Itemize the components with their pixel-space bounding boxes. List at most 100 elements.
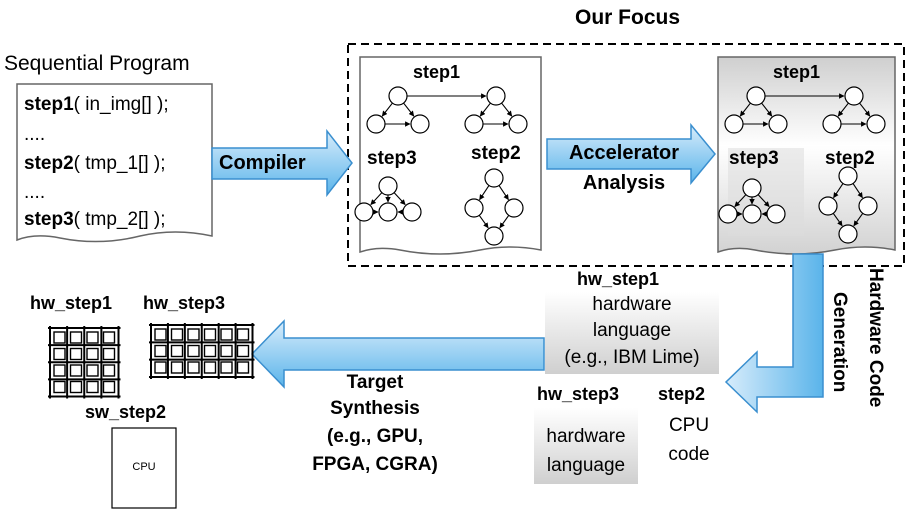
grid-cell xyxy=(187,361,200,374)
grid-cell xyxy=(203,361,217,374)
panel2-step3-label: step3 xyxy=(729,148,779,169)
sequential-program-document xyxy=(16,83,213,243)
step3-shaded-area xyxy=(728,148,804,236)
graph-edge xyxy=(757,194,770,208)
target-synthesis-arrow xyxy=(250,319,545,389)
hw-step1-box-title: hw_step1 xyxy=(577,269,660,289)
grid-cell xyxy=(236,328,250,341)
grid-cell xyxy=(53,347,66,361)
grid-cell xyxy=(102,331,116,344)
p2-step2-node xyxy=(858,196,878,216)
graph-edge xyxy=(501,102,513,117)
target-synthesis-line2: Synthesis xyxy=(330,398,420,419)
grid-cell xyxy=(53,380,66,394)
graph-edge xyxy=(381,102,393,117)
code-line-2: .... xyxy=(24,124,46,145)
accelerator-label: Accelerator xyxy=(568,142,680,164)
graph-edge xyxy=(478,215,489,229)
grid-cell xyxy=(86,380,99,394)
hw-step3-grid-chip xyxy=(149,323,255,379)
p2-step1-b-node xyxy=(822,114,842,134)
compiler-arrow xyxy=(211,128,353,198)
p1-step1-b-node xyxy=(464,114,484,134)
sequential-program-title: Sequential Program xyxy=(4,52,190,75)
hw-step3-box-title: hw_step3 xyxy=(537,384,620,404)
grid-cell xyxy=(154,328,167,341)
hw-codegen-label-line1: Hardware Code xyxy=(865,268,886,408)
grid-cell xyxy=(102,364,116,377)
p1-step2-node xyxy=(464,198,484,218)
p2-step3-node xyxy=(766,204,786,224)
grid-cell xyxy=(86,331,99,344)
hw-step1-box-line3: (e.g., IBM Lime) xyxy=(564,347,700,368)
hw-step3-box-line2: language xyxy=(546,455,626,476)
hw-step3-box-line1: hardware xyxy=(546,426,626,447)
graph-edge xyxy=(859,102,871,117)
p2-step1-b-node xyxy=(844,86,864,106)
graph-edge xyxy=(833,183,844,199)
grid-cell xyxy=(69,347,83,361)
panel2-step1-label: step1 xyxy=(773,62,821,82)
graph-edge xyxy=(498,185,509,201)
compiler-label: Compiler xyxy=(219,152,306,174)
target-synthesis-line4: FPGA, CGRA) xyxy=(312,454,438,475)
step2-box-line1: CPU xyxy=(668,415,710,436)
focus-title: Our Focus xyxy=(575,6,681,29)
panel1-step3-label: step3 xyxy=(367,148,417,169)
hw-step1-box-line2: language xyxy=(592,320,672,341)
step2-box-title: step2 xyxy=(658,384,706,404)
p1-step1-b-node xyxy=(486,86,506,106)
p2-step3-node xyxy=(742,204,762,224)
p2-step1-b-node xyxy=(866,114,886,134)
grid-cell xyxy=(236,361,250,374)
cpu-chip-label: CPU xyxy=(132,461,156,473)
grid-cell xyxy=(236,344,250,358)
p2-step1-a-node xyxy=(746,86,766,106)
p1-step3-node xyxy=(354,202,374,222)
step2-box-line2: code xyxy=(668,444,710,465)
panel2-step2-label: step2 xyxy=(825,148,875,169)
accelerator-arrow xyxy=(546,122,716,186)
p2-step3-node xyxy=(718,204,738,224)
hw-codegen-label-line2: Generation xyxy=(829,292,850,393)
graph-edge xyxy=(832,213,843,227)
graph-edge xyxy=(734,194,747,208)
code-line-1: step1( in_img[] ); xyxy=(24,94,169,115)
panel1-step1-label: step1 xyxy=(413,62,461,82)
grid-cell xyxy=(170,361,184,374)
p1-step2-node xyxy=(504,198,524,218)
target-synthesis-line1: Target xyxy=(346,372,404,393)
p2-step2-node xyxy=(838,166,858,186)
p1-step3-node xyxy=(378,176,398,196)
graph-edge xyxy=(853,213,864,227)
grid-cell xyxy=(154,361,167,374)
grid-cell xyxy=(203,344,217,358)
p1-step1-a-node xyxy=(410,114,430,134)
p1-step3-node xyxy=(402,202,422,222)
grid-cell xyxy=(154,344,167,358)
focus-region-box xyxy=(347,43,905,267)
graph-edge xyxy=(837,102,849,117)
grid-cell xyxy=(170,328,184,341)
code-line-3: step2( tmp_1[] ); xyxy=(24,153,166,174)
grid-cell xyxy=(102,380,116,394)
grid-cell xyxy=(220,344,233,358)
hw-step1-box-line1: hardware xyxy=(592,294,672,315)
grid-cell xyxy=(170,344,184,358)
p2-step1-a-node xyxy=(724,114,744,134)
panel1-step2-label: step2 xyxy=(471,143,521,164)
graph-edge xyxy=(479,102,491,117)
grid-cell xyxy=(203,328,217,341)
hw-codegen-arrow xyxy=(724,253,824,414)
grid-cell xyxy=(69,364,83,377)
grid-cell xyxy=(86,347,99,361)
analysis-label: Analysis xyxy=(582,172,666,194)
code-line-4: .... xyxy=(24,182,46,203)
p2-step2-node xyxy=(838,224,858,244)
graph-edge xyxy=(393,192,406,206)
grid-cell xyxy=(69,331,83,344)
p1-step1-a-node xyxy=(388,86,408,106)
p2-step1-a-node xyxy=(768,114,788,134)
p1-step3-node xyxy=(378,202,398,222)
hw-step3-box-bg xyxy=(534,408,638,484)
